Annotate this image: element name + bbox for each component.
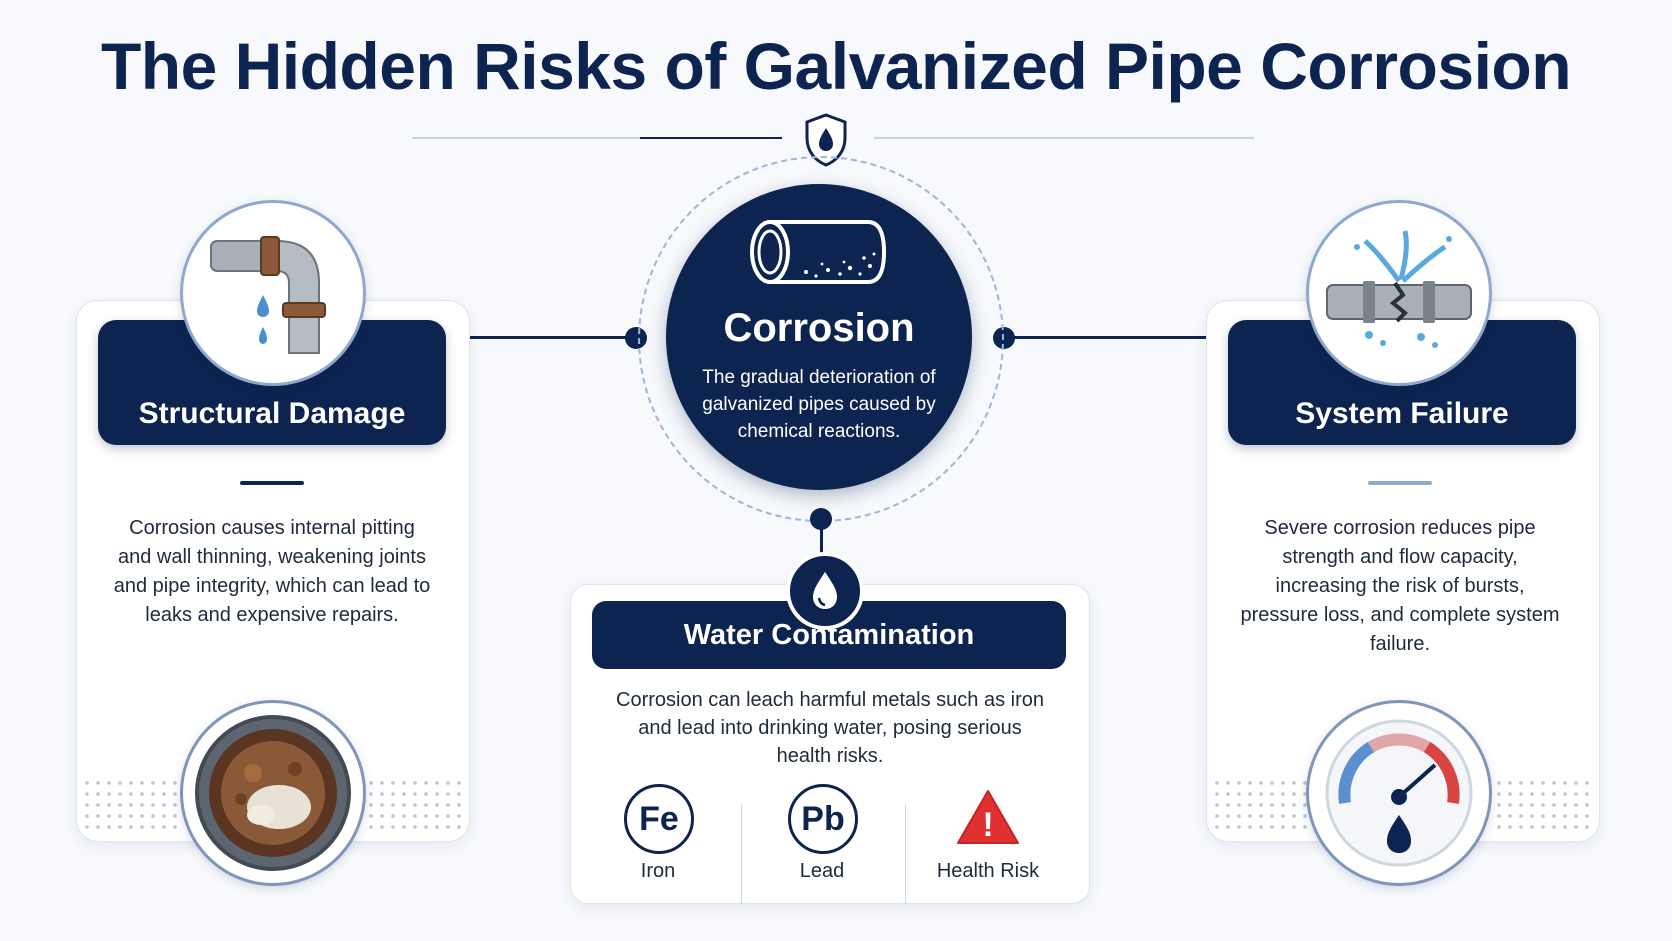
- page-title: The Hidden Risks of Galvanized Pipe Corr…: [100, 29, 1572, 103]
- shield-drop-icon: [803, 112, 849, 168]
- corrosion-description: The gradual deterioration of galvanized …: [702, 367, 936, 442]
- system-failure-title: System Failure: [1295, 397, 1509, 430]
- warning-triangle-icon: !: [956, 788, 1020, 846]
- water-drop-icon: [813, 572, 837, 609]
- system-failure-description: Severe corrosion reduces pipe strength a…: [1240, 517, 1560, 655]
- pressure-gauge-circle: [1306, 700, 1492, 886]
- leaking-pipe-circle: [180, 200, 366, 386]
- connector-right: [1012, 336, 1230, 339]
- title-rule-right: [874, 137, 1254, 139]
- warning-symbol: !: [982, 806, 993, 844]
- leaking-pipe-icon: [210, 236, 326, 354]
- connector-left: [440, 336, 636, 339]
- iron-label: Iron: [640, 860, 676, 882]
- structural-damage-title: Structural Damage: [138, 397, 406, 430]
- water-contamination-description: Corrosion can leach harmful metals such …: [616, 689, 1044, 767]
- iron-element-badge: Fe: [624, 784, 694, 854]
- element-separator-1: [741, 804, 742, 904]
- burst-pipe-circle: [1306, 200, 1492, 386]
- lead-element-badge: Pb: [788, 784, 858, 854]
- structural-damage-divider: [240, 481, 304, 485]
- water-drop-badge: [786, 552, 864, 630]
- burst-pipe-icon: [1326, 230, 1472, 348]
- water-contamination-banner: Water Contamination: [592, 601, 1066, 669]
- structural-damage-description: Corrosion causes internal pitting and wa…: [113, 517, 431, 626]
- title-rule-left: [412, 137, 782, 139]
- system-failure-divider: [1368, 481, 1432, 485]
- title-rule-left-accent: [640, 137, 782, 139]
- rusted-pipe-cross-section-icon: [195, 715, 351, 871]
- pipe-cross-section-icon: [750, 220, 887, 284]
- element-separator-2: [905, 804, 906, 904]
- lead-label: Lead: [799, 860, 845, 882]
- pressure-gauge-icon: [1325, 719, 1473, 867]
- dot-pattern-right-b: [1496, 780, 1596, 836]
- corrosion-bottom-node: [810, 508, 832, 530]
- corrosion-circle: Corrosion The gradual deterioration of g…: [666, 184, 972, 490]
- dot-pattern-left-a: [84, 780, 184, 836]
- corrosion-down-connector: [820, 528, 823, 556]
- health-risk-label: Health Risk: [936, 860, 1040, 882]
- dot-pattern-right-a: [1214, 780, 1314, 836]
- corrosion-title: Corrosion: [723, 306, 915, 350]
- corroded-pipe-interior-circle: [180, 700, 366, 886]
- dot-pattern-left-b: [368, 780, 468, 836]
